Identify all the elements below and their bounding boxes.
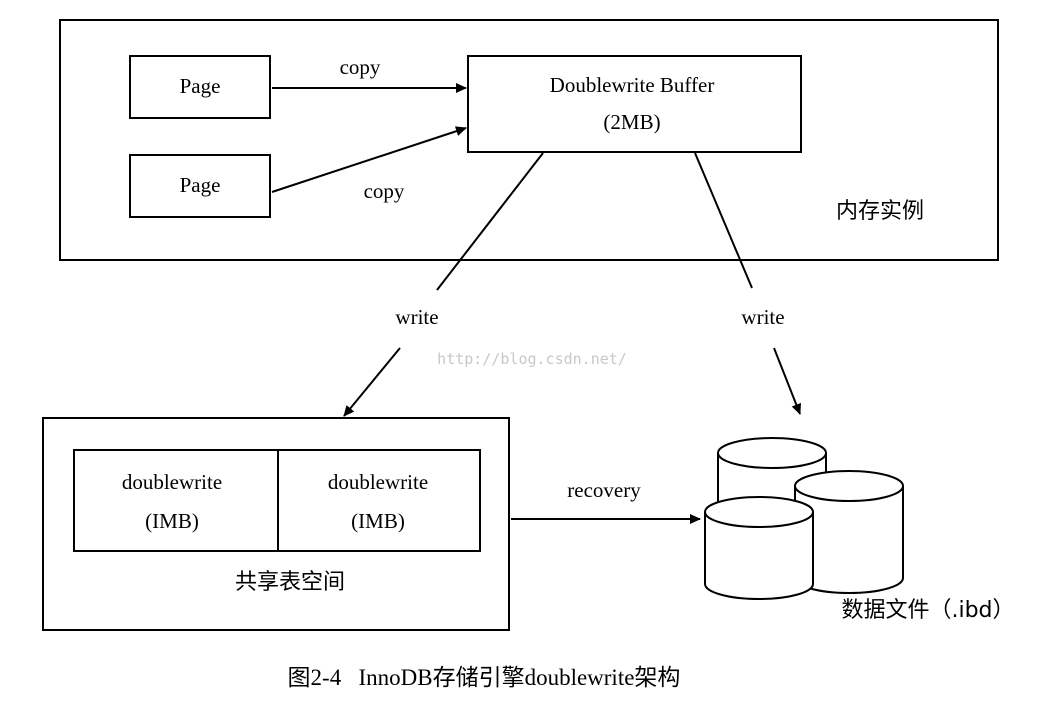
write-line-left-upper	[436, 152, 544, 291]
page-label-1: Page	[180, 74, 221, 98]
write-line-right-upper	[694, 152, 753, 289]
doublewrite-cell-2-title: doublewrite	[328, 470, 428, 494]
shared-tablespace-box	[42, 417, 510, 631]
datafiles-label: 数据文件（.ibd）	[841, 598, 1014, 623]
doublewrite-cell-1-title: doublewrite	[122, 470, 222, 494]
doublewrite-cell-1-size: (IMB)	[145, 509, 199, 533]
copy-arrow-2	[271, 126, 467, 193]
copy-label-2: copy	[364, 179, 405, 203]
doublewrite-buffer-box	[467, 55, 802, 153]
memory-instance-box	[59, 19, 999, 261]
figure-caption: 图2-4 InnoDB存储引擎doublewrite架构	[288, 665, 681, 690]
write-label-left: write	[395, 305, 438, 329]
doublewrite-buffer-title: Doublewrite Buffer	[550, 73, 715, 97]
page-box-1	[129, 55, 271, 119]
doublewrite-buffer-size: (2MB)	[603, 110, 660, 134]
watermark: http://blog.csdn.net/	[437, 350, 627, 368]
datafile-cylinder-front	[704, 496, 814, 600]
memory-instance-label: 内存实例	[836, 199, 924, 224]
write-arrow-left	[343, 347, 401, 417]
page-box-2	[129, 154, 271, 218]
doublewrite-cell-2-size: (IMB)	[351, 509, 405, 533]
recovery-label: recovery	[567, 478, 641, 502]
shared-tablespace-label: 共享表空间	[235, 570, 345, 595]
copy-label-1: copy	[340, 55, 381, 79]
page-label-2: Page	[180, 173, 221, 197]
write-label-right: write	[741, 305, 784, 329]
write-arrow-right	[773, 347, 801, 415]
datafile-cylinder-right	[794, 470, 904, 594]
